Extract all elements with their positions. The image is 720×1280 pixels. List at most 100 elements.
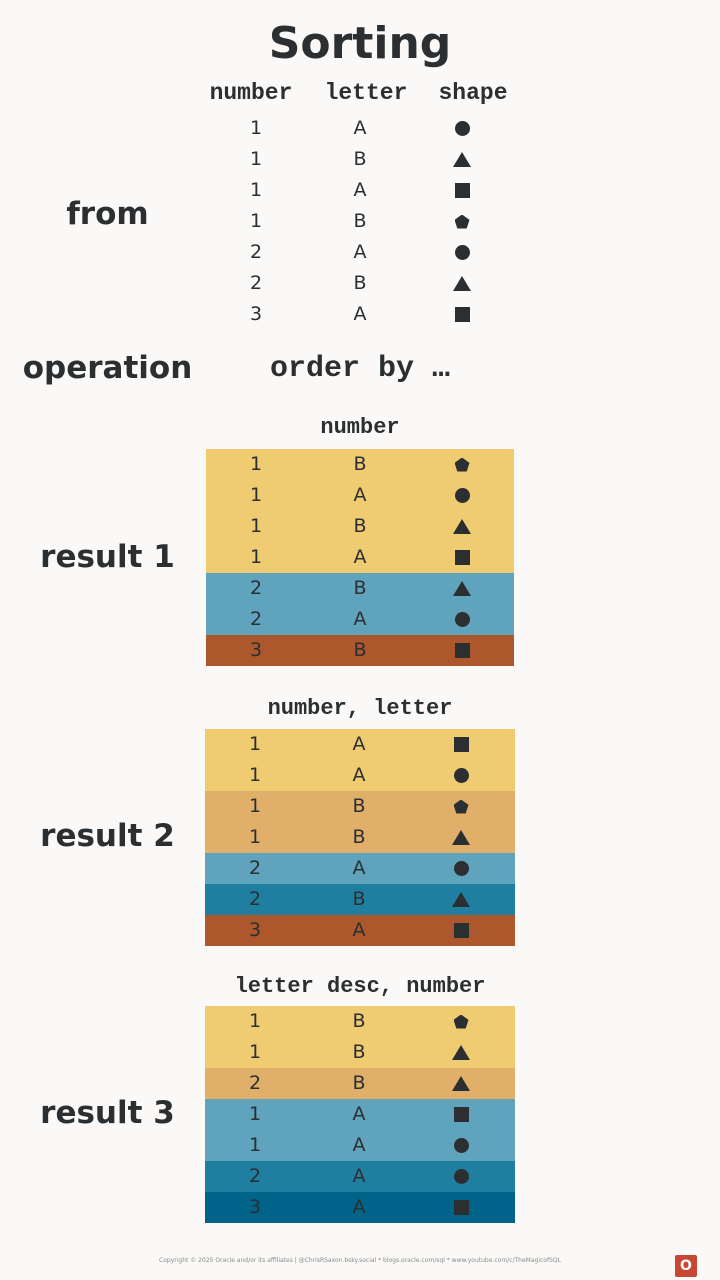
cell-letter: A <box>353 179 367 201</box>
cell-number: 1 <box>249 484 263 506</box>
cell-shape <box>431 1130 491 1161</box>
cell-number: 1 <box>249 546 263 568</box>
cell-shape <box>431 729 491 760</box>
cell-letter: A <box>353 484 367 506</box>
cell-number: 2 <box>249 608 263 630</box>
cell-shape <box>431 884 491 915</box>
from-label: from <box>66 196 149 232</box>
triangle-icon <box>452 1076 470 1091</box>
cell-number: 2 <box>248 1072 262 1094</box>
cell-shape <box>431 791 491 822</box>
cell-number: 1 <box>248 1134 262 1156</box>
cell-shape <box>431 1006 491 1037</box>
cell-letter: A <box>352 1165 366 1187</box>
triangle-icon <box>453 581 471 596</box>
triangle-icon <box>453 276 471 291</box>
circle-icon <box>453 1169 469 1184</box>
cell-letter: B <box>352 826 366 848</box>
column-header-number: number <box>209 80 293 106</box>
column-header-shape: shape <box>438 80 508 106</box>
cell-number: 3 <box>248 919 262 941</box>
cell-letter: A <box>352 1103 366 1125</box>
cell-letter: A <box>353 608 367 630</box>
cell-number: 1 <box>249 179 263 201</box>
pentagon-icon <box>453 1014 469 1029</box>
cell-shape <box>432 511 492 542</box>
cell-shape <box>431 1037 491 1068</box>
cell-shape <box>431 853 491 884</box>
cell-letter: B <box>352 1010 366 1032</box>
cell-number: 1 <box>248 1041 262 1063</box>
triangle-icon <box>452 892 470 907</box>
circle-icon <box>453 768 469 783</box>
cell-number: 3 <box>248 1196 262 1218</box>
result1-order: number <box>320 415 400 440</box>
cell-letter: A <box>353 546 367 568</box>
result2-label: result 2 <box>40 818 175 854</box>
cell-letter: A <box>352 1196 366 1218</box>
cell-number: 2 <box>249 272 263 294</box>
triangle-icon <box>452 830 470 845</box>
cell-letter: A <box>352 919 366 941</box>
cell-shape <box>431 1192 491 1223</box>
cell-shape <box>432 175 492 206</box>
cell-number: 1 <box>248 826 262 848</box>
cell-letter: B <box>353 639 367 661</box>
cell-number: 1 <box>249 210 263 232</box>
cell-number: 1 <box>248 795 262 817</box>
cell-letter: A <box>352 1134 366 1156</box>
pentagon-icon <box>454 214 470 229</box>
square-icon <box>453 737 469 752</box>
cell-letter: A <box>353 117 367 139</box>
cell-number: 1 <box>249 453 263 475</box>
pentagon-icon <box>453 799 469 814</box>
cell-letter: A <box>353 303 367 325</box>
cell-number: 1 <box>249 117 263 139</box>
circle-icon <box>454 488 470 503</box>
oracle-logo: O <box>675 1255 697 1277</box>
cell-letter: B <box>352 888 366 910</box>
cell-letter: A <box>352 857 366 879</box>
square-icon <box>454 307 470 322</box>
cell-letter: B <box>353 272 367 294</box>
result2-order: number, letter <box>267 696 453 721</box>
circle-icon <box>454 121 470 136</box>
cell-number: 2 <box>248 857 262 879</box>
square-icon <box>454 550 470 565</box>
cell-number: 2 <box>248 888 262 910</box>
cell-shape <box>431 1068 491 1099</box>
cell-shape <box>432 635 492 666</box>
footer-copyright: Copyright © 2025 Oracle and/or its affil… <box>159 1257 561 1264</box>
cell-letter: B <box>353 148 367 170</box>
cell-letter: B <box>353 453 367 475</box>
circle-icon <box>454 612 470 627</box>
cell-shape <box>431 822 491 853</box>
cell-number: 1 <box>248 733 262 755</box>
cell-letter: B <box>353 210 367 232</box>
cell-number: 2 <box>249 241 263 263</box>
cell-shape <box>432 449 492 480</box>
